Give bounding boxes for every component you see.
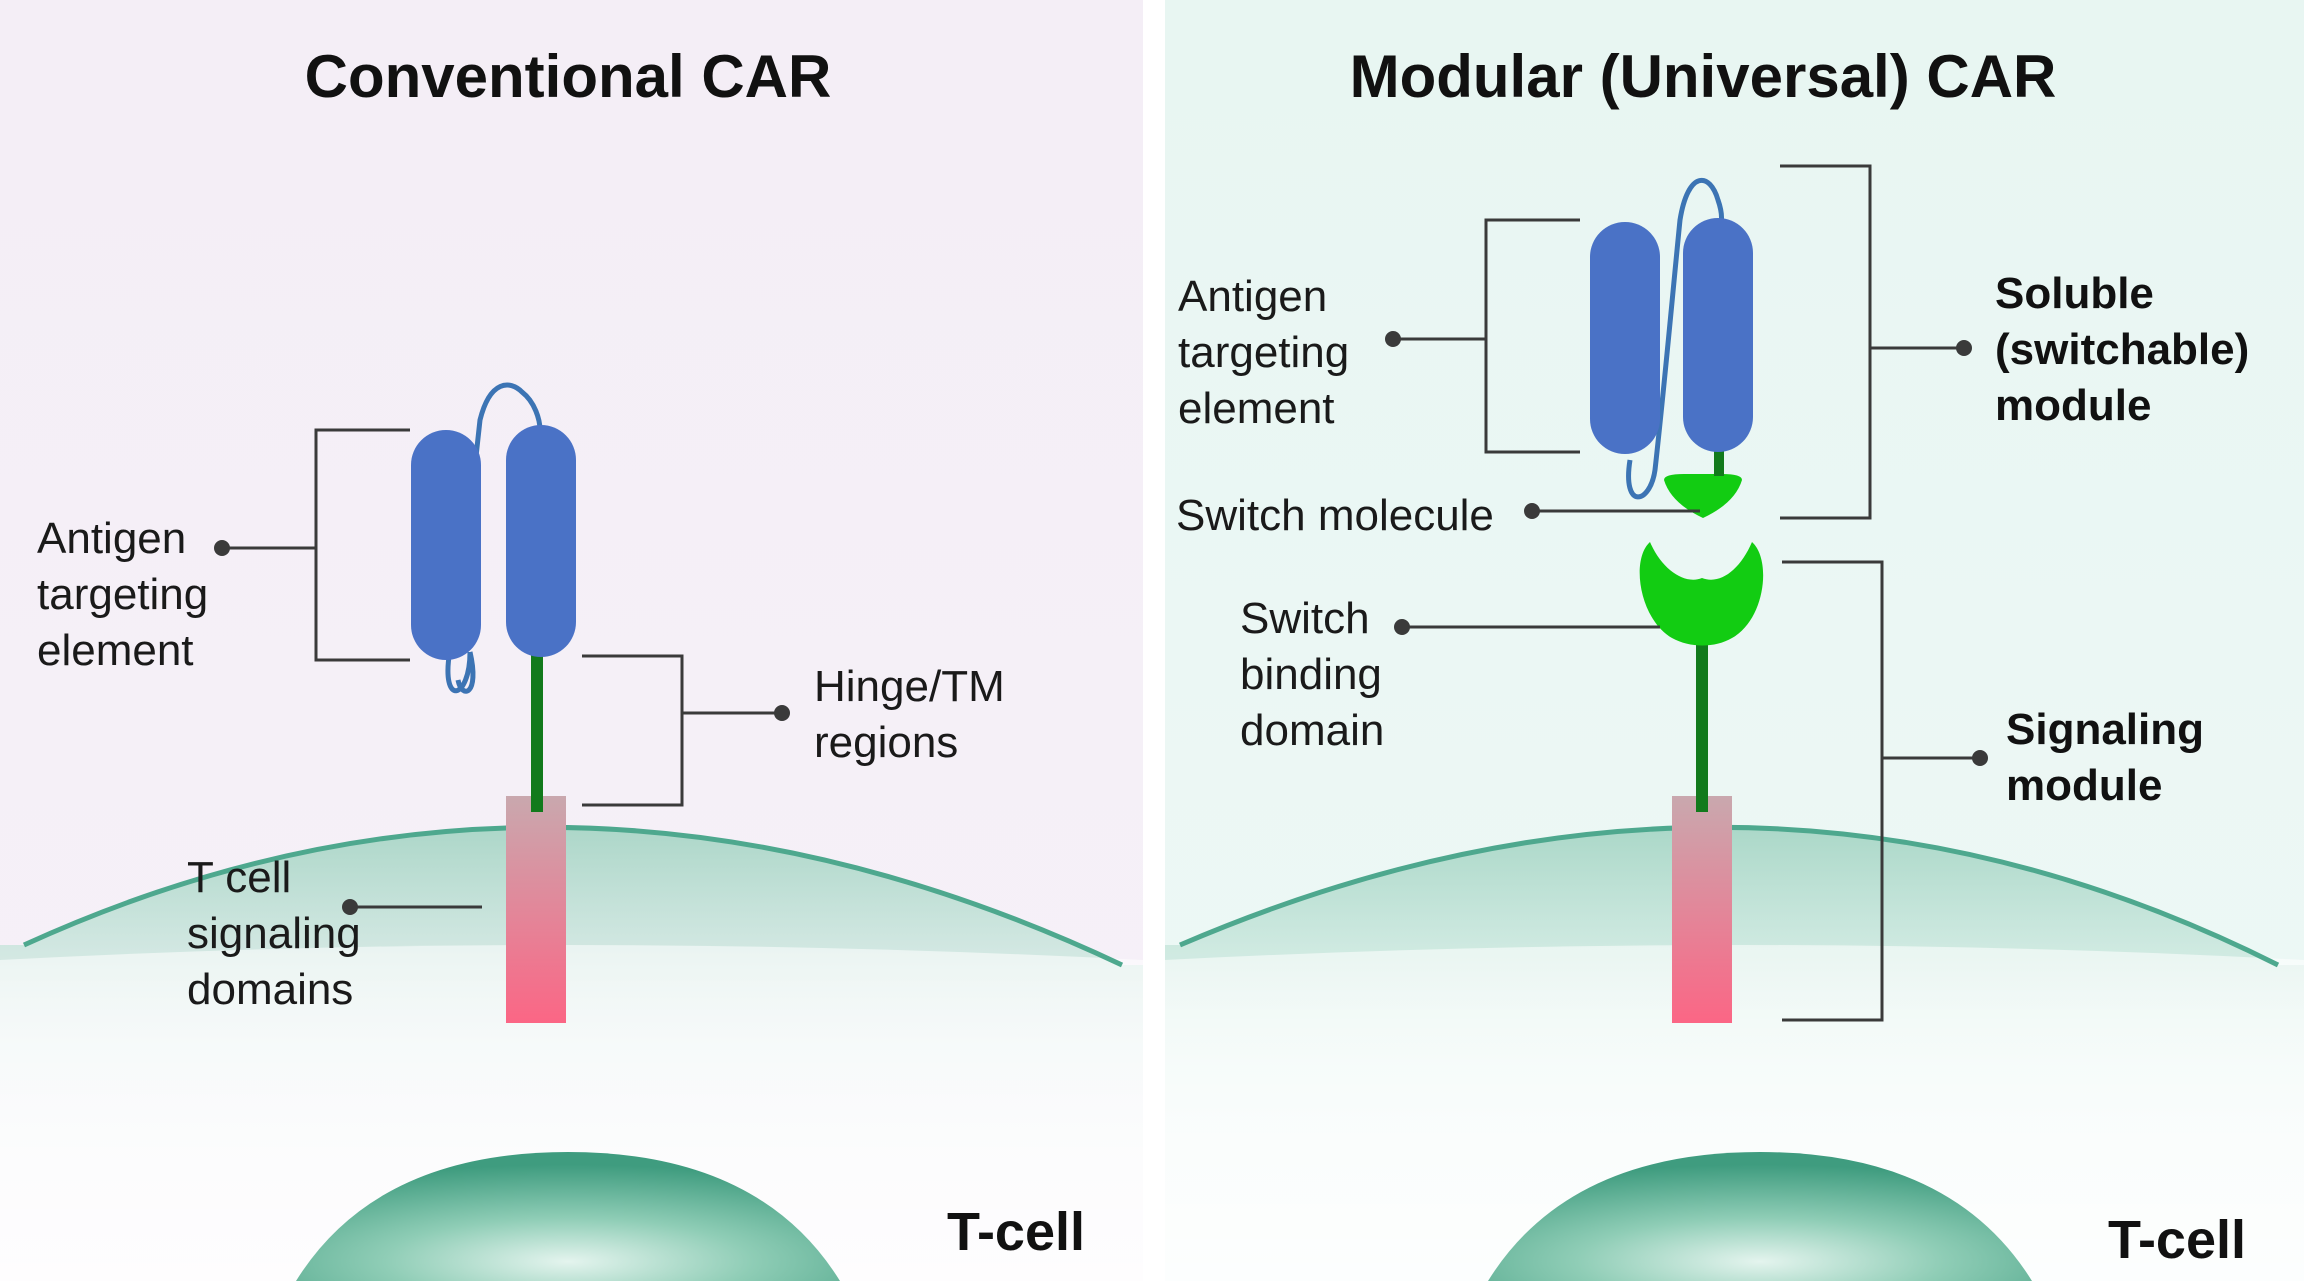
switch-molecule-label: Switch molecule <box>1176 491 1494 540</box>
nucleus-icon <box>1488 1152 2032 1281</box>
modular-car-title: Modular (Universal) CAR <box>1350 43 2057 110</box>
signaling-module-label: Signaling module <box>2006 705 2216 810</box>
t-cell-label-right: T-cell <box>2108 1210 2246 1270</box>
signaling-module-annotation: Signaling module <box>1782 560 2216 1022</box>
scfv-domain-icon <box>411 382 576 694</box>
switch-binding-stalk <box>1696 640 1708 812</box>
switch-linker <box>1714 450 1724 476</box>
hinge-tm-stalk <box>531 640 543 812</box>
switch-binding-annotation: Switch binding domain <box>1240 594 1660 755</box>
soluble-module-annotation: Soluble (switchable) module <box>1780 164 2262 520</box>
signaling-domain-icon <box>1672 796 1732 1023</box>
antigen-targeting-annotation-right: Antigen targeting element <box>1178 218 1580 454</box>
signaling-domains-annotation: T cell signaling domains <box>187 853 482 1014</box>
switch-molecule-icon <box>1664 474 1742 518</box>
t-cell-membrane-right <box>1165 824 2304 1281</box>
soluble-module-label: Soluble (switchable) module <box>1995 269 2262 430</box>
panel-divider <box>1143 0 1165 1281</box>
switch-binding-label: Switch binding domain <box>1240 594 1394 755</box>
signaling-domains-label: T cell signaling domains <box>187 853 373 1014</box>
switch-binding-domain-icon <box>1639 542 1764 646</box>
switch-molecule-annotation: Switch molecule <box>1176 491 1700 540</box>
antigen-targeting-label-right: Antigen targeting element <box>1178 272 1361 433</box>
hinge-tm-annotation: Hinge/TM regions <box>582 654 1017 807</box>
modular-car-panel: Modular (Universal) CAR Antigen targetin… <box>1165 0 2304 1281</box>
antigen-targeting-annotation-left: Antigen targeting element <box>37 428 410 675</box>
conventional-car-panel: Conventional CAR Antigen targeting eleme… <box>0 0 1143 1281</box>
t-cell-membrane <box>0 824 1143 1281</box>
scfv-domain-icon <box>1590 177 1753 500</box>
hinge-tm-label: Hinge/TM regions <box>814 662 1017 767</box>
nucleus-icon <box>296 1152 840 1281</box>
antigen-targeting-label-left: Antigen targeting element <box>37 514 220 675</box>
signaling-domain-icon <box>506 796 566 1023</box>
conventional-car-title: Conventional CAR <box>305 43 832 110</box>
t-cell-label-left: T-cell <box>947 1202 1085 1262</box>
